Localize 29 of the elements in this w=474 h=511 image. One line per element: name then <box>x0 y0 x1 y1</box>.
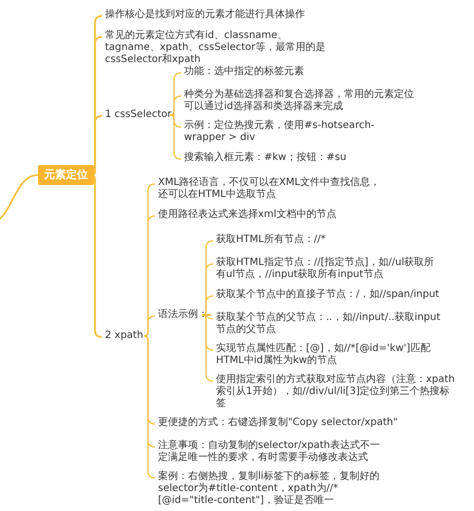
topic-text: 种类分为基础选择器和复合选择器，常用的元素定位可以通过id选择器和类选择器来完成 <box>184 89 414 113</box>
branch-line <box>205 314 214 320</box>
topic-text: 语法示例： <box>158 309 208 321</box>
branch-line <box>143 335 156 479</box>
topic-text: 示例：定位热搜元素，使用#s-hotsearch-wrapper > div <box>184 120 394 144</box>
topic-text: 获取某个节点的父节点：..，如//input/..获取input节点的父节点 <box>216 312 441 336</box>
topic-text: 获取某个节点中的直接子节点：/，如//span/input <box>216 289 456 301</box>
topic-text: 操作核心是找到对应的元素才能进行具体操作 <box>105 9 425 21</box>
topic-text: 案例：右侧热搜，复制li标签下的a标签，复制好的selector为#title-content，xpath为//*[@id="title-content"]，验证是否唯一 <box>158 471 383 507</box>
topic-text: 使用路径表达式来选择xml文档中的节点 <box>158 209 418 221</box>
branch-line <box>201 314 214 382</box>
topic-text: 使用指定索引的方式获取对应节点内容（注意：xpath索引从1开始），如//div/ul/li[3]定位到第三个热搜标签 <box>216 374 456 410</box>
topic-text: 2 xpath <box>105 330 144 342</box>
central-topic: 元素定位 <box>38 165 94 185</box>
branch-line <box>169 95 182 116</box>
branch-line <box>169 114 182 160</box>
topic-text: 实现节点属性匹配：[@]，如//*[@id='kw']匹配HTML中id属性为kw的节点 <box>216 343 446 367</box>
topic-text: 注意事项：自动复制的selector/xpath表达式不一定满足唯一性的要求，有时需要手动修改表达式 <box>158 440 383 464</box>
topic-text: 功能：选中指定的标签元素 <box>184 66 404 78</box>
topic-text: 更便捷的方式：右键选择复制"Copy selector/xpath" <box>158 417 438 429</box>
topic-text: 1 cssSelector <box>105 109 172 121</box>
branch-line <box>0 174 38 220</box>
topic-text: 常见的元素定位方式有id、classname、tagname、xpath、cssSelector等，最常用的是cssSelector和xpath <box>105 30 340 66</box>
topic-text: XML路径语言，不仅可以在XML文件中查找信息，还可以在HTML中选取节点 <box>158 177 388 201</box>
topic-text: 搜索输入框元素：#kw；按钮：#su <box>184 152 434 164</box>
topic-text: 获取HTML指定节点：//[指定节点]，如//ul获取所有ul节点，//input获取所有input节点 <box>216 257 441 281</box>
branch-line <box>143 315 156 337</box>
topic-text: 获取HTML所有节点：//* <box>216 234 446 246</box>
branch-line <box>201 295 214 316</box>
